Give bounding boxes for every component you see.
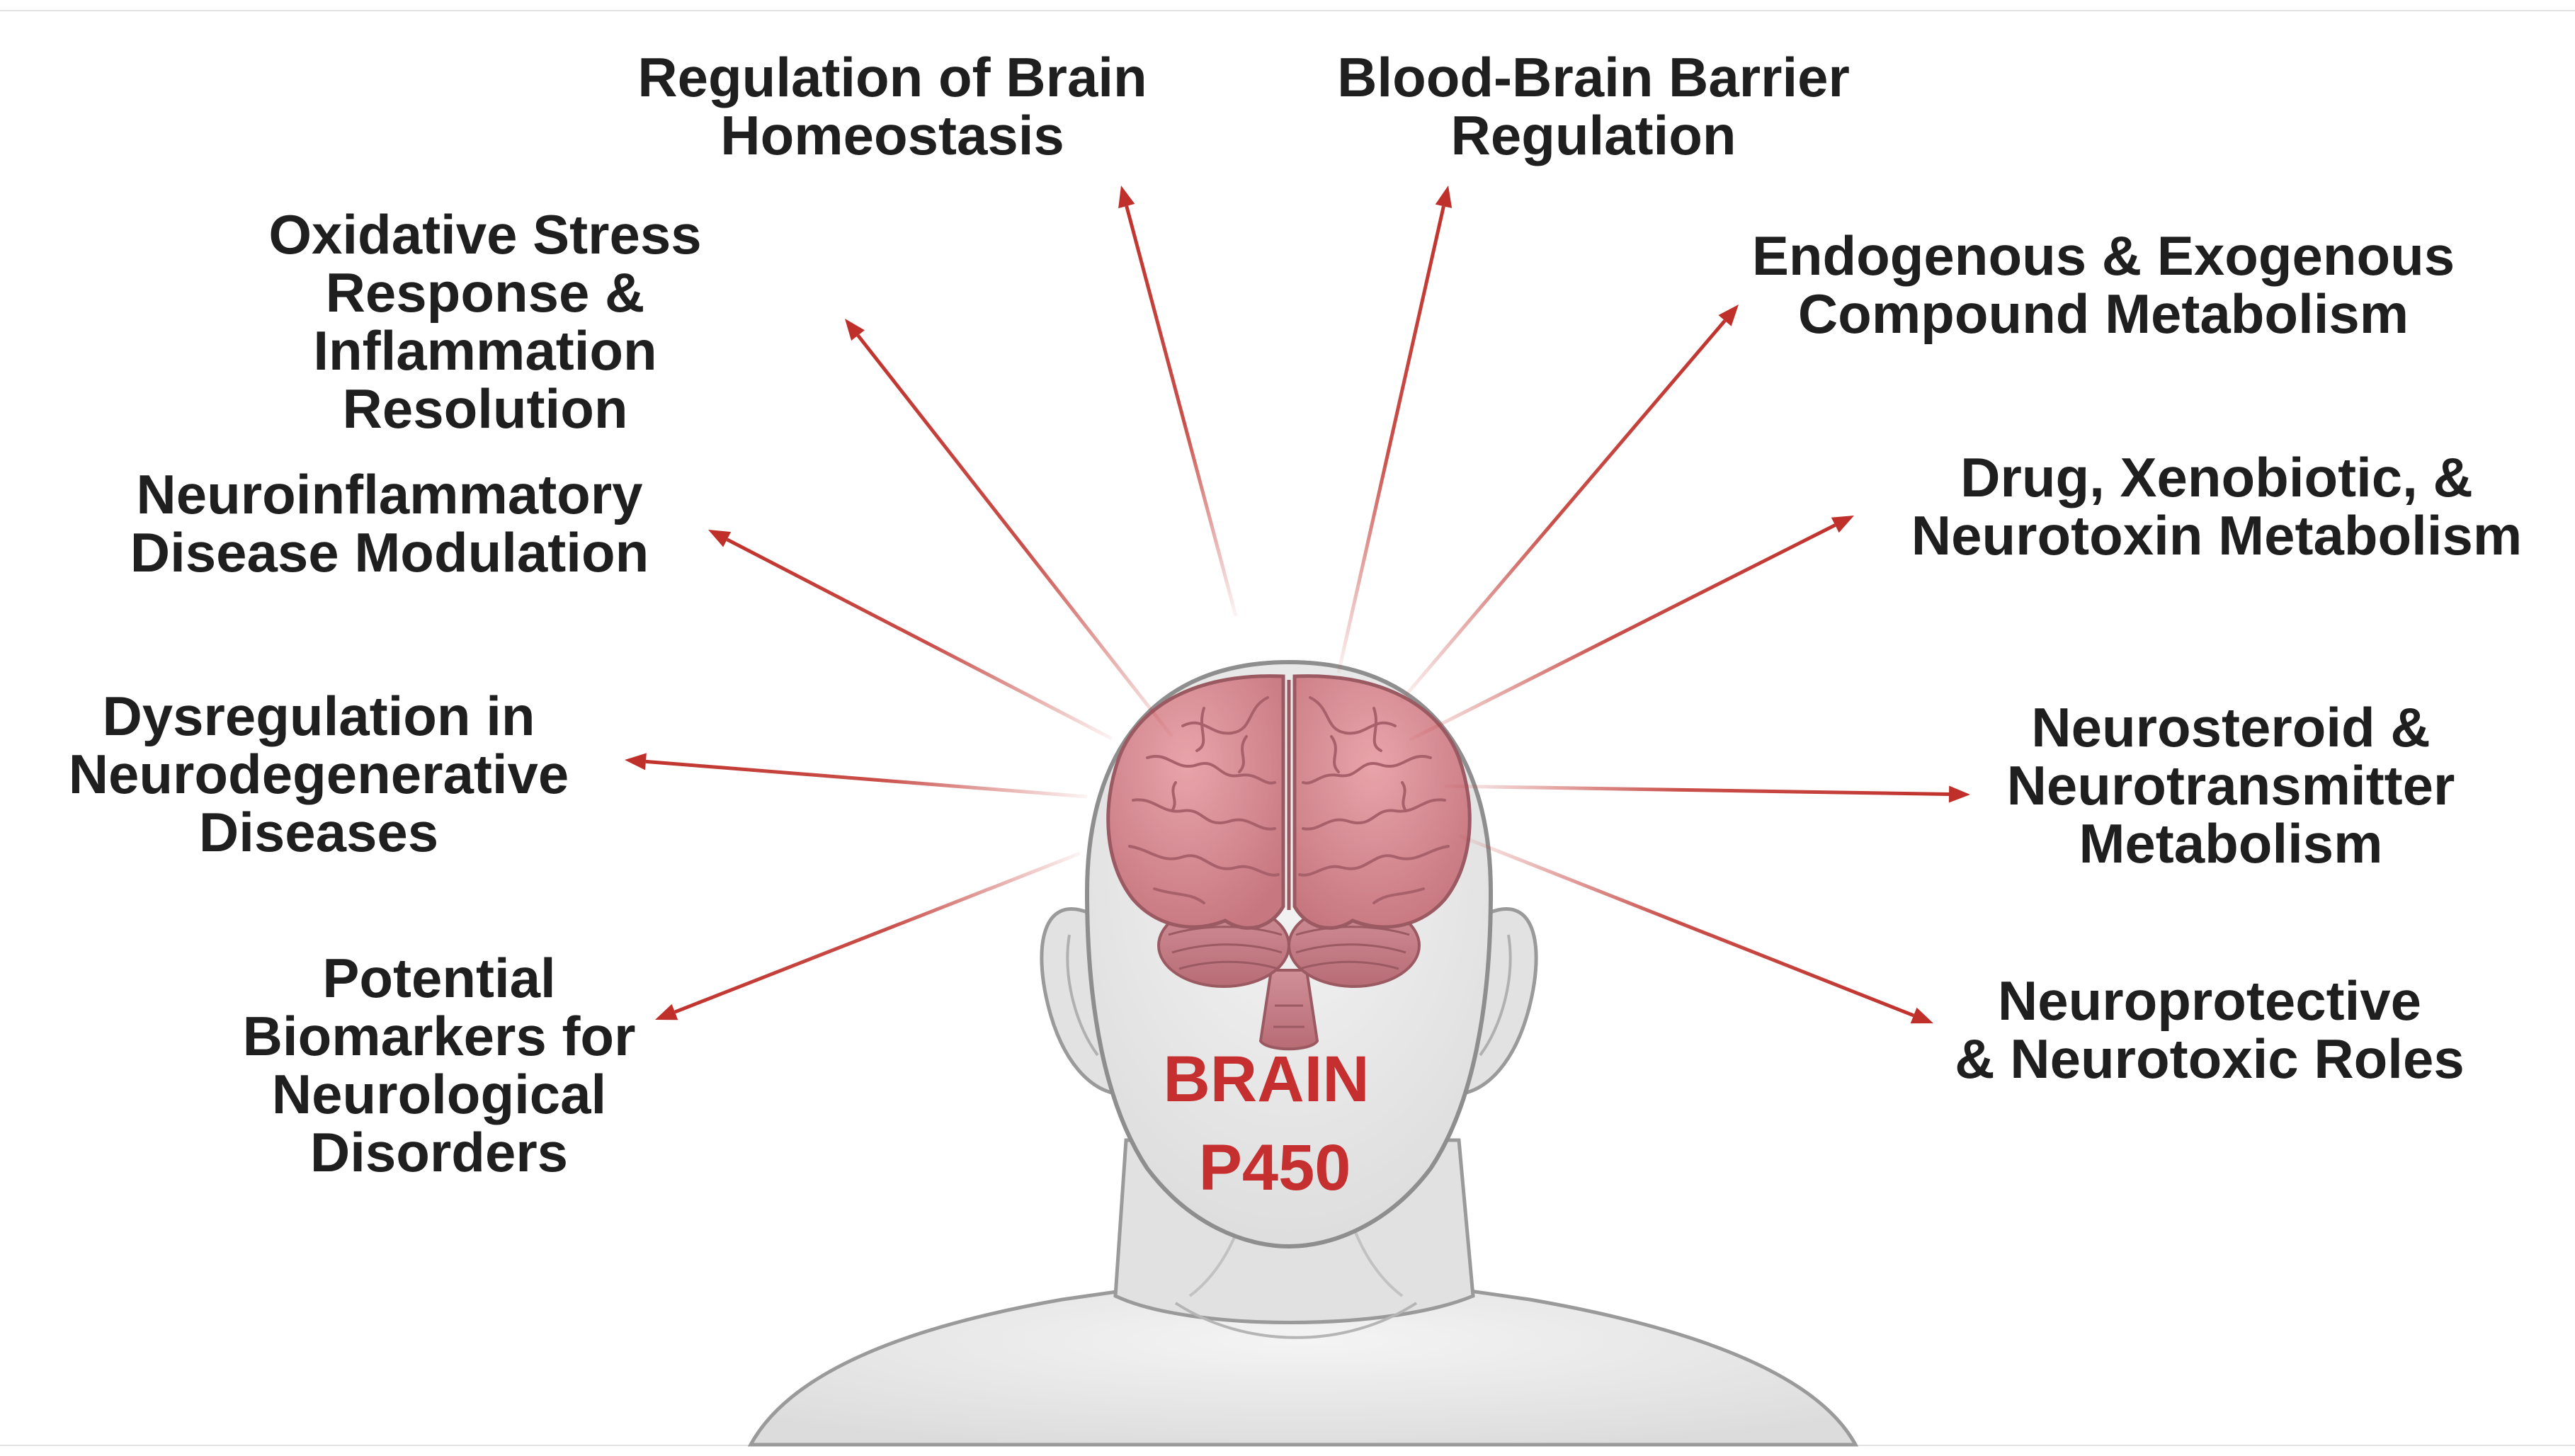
arrow-to-drug-xenobiotic-neurotoxin-metabolism: [1408, 523, 1836, 742]
top-divider: [0, 10, 2575, 11]
label-oxidative-stress-response: Oxidative Stress Response & Inflammation…: [268, 203, 702, 440]
arrowhead-neurosteroid-neurotransmitter-metabolism: [1948, 785, 1970, 803]
arrowhead-neuroinflammatory-disease-modulation: [708, 530, 732, 547]
arrowhead-regulation-of-brain-homeostasis: [1118, 186, 1135, 209]
label-blood-brain-barrier-regulation: Blood-Brain Barrier Regulation: [1337, 46, 1850, 166]
arrow-to-neurosteroid-neurotransmitter-metabolism: [1444, 784, 1950, 797]
arrow-to-oxidative-stress-response: [856, 334, 1173, 738]
arrowhead-blood-brain-barrier-regulation: [1435, 186, 1453, 208]
center-label-line2: P450: [1199, 1132, 1351, 1204]
arrow-to-potential-biomarkers: [674, 851, 1081, 1014]
brain-illustration: [1106, 674, 1472, 1051]
label-neurosteroid-neurotransmitter-metabolism: Neurosteroid & Neurotransmitter Metaboli…: [2006, 696, 2455, 875]
arrow-to-dysregulation-neurodegenerative: [645, 759, 1088, 799]
arrow-to-blood-brain-barrier-regulation: [1336, 205, 1445, 673]
arrowhead-oxidative-stress-response: [845, 319, 865, 341]
shoulders-shape: [747, 1283, 1859, 1447]
arrowhead-drug-xenobiotic-neurotoxin-metabolism: [1831, 516, 1854, 533]
arrow-to-neuroinflammatory-disease-modulation: [726, 538, 1113, 741]
label-endogenous-exogenous-metabolism: Endogenous & Exogenous Compound Metaboli…: [1751, 224, 2455, 345]
arrow-to-neuroprotective-neurotoxic-roles: [1458, 834, 1915, 1018]
label-drug-xenobiotic-neurotoxin-metabolism: Drug, Xenobiotic, & Neurotoxin Metabolis…: [1911, 446, 2523, 567]
arrow-to-regulation-of-brain-homeostasis: [1125, 205, 1238, 617]
label-regulation-of-brain-homeostasis: Regulation of Brain Homeostasis: [637, 46, 1147, 166]
arrowhead-potential-biomarkers: [655, 1003, 678, 1020]
arrows-group: [625, 186, 1970, 1024]
label-neuroinflammatory-disease-modulation: Neuroinflammatory Disease Modulation: [130, 463, 649, 584]
label-potential-biomarkers: Potential Biomarkers for Neurological Di…: [242, 947, 636, 1183]
arrowhead-dysregulation-neurodegenerative: [625, 753, 647, 770]
center-label-line1: BRAIN: [1163, 1043, 1369, 1115]
arrowhead-neuroprotective-neurotoxic-roles: [1910, 1007, 1933, 1024]
arrowhead-endogenous-exogenous-metabolism: [1718, 305, 1739, 326]
label-neuroprotective-neurotoxic-roles: Neuroprotective & Neurotoxic Roles: [1955, 969, 2465, 1090]
arrow-to-endogenous-exogenous-metabolism: [1399, 319, 1727, 703]
label-dysregulation-neurodegenerative: Dysregulation in Neurodegenerative Disea…: [68, 685, 569, 863]
